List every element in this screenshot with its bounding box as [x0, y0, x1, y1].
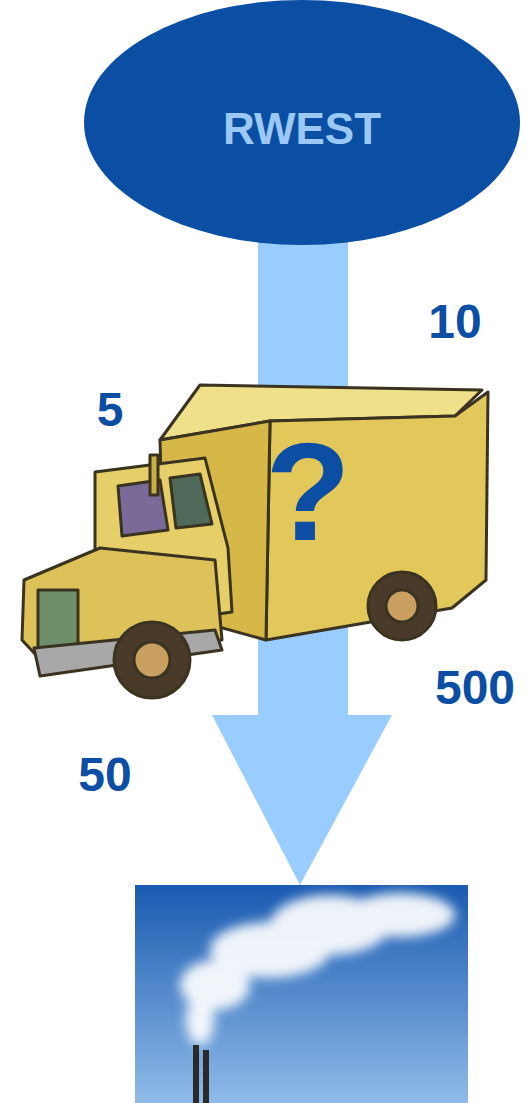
smokestack-photo — [135, 885, 468, 1103]
question-mark: ? — [265, 422, 351, 562]
callout-number: 50 — [78, 751, 131, 799]
callout-number: 500 — [435, 664, 515, 712]
callout-number: 5 — [97, 386, 124, 434]
truck-illustration — [22, 385, 488, 698]
node-label: RWEST — [223, 104, 381, 154]
callout-number: 10 — [428, 298, 481, 346]
ellipse-node: RWEST — [84, 0, 520, 245]
